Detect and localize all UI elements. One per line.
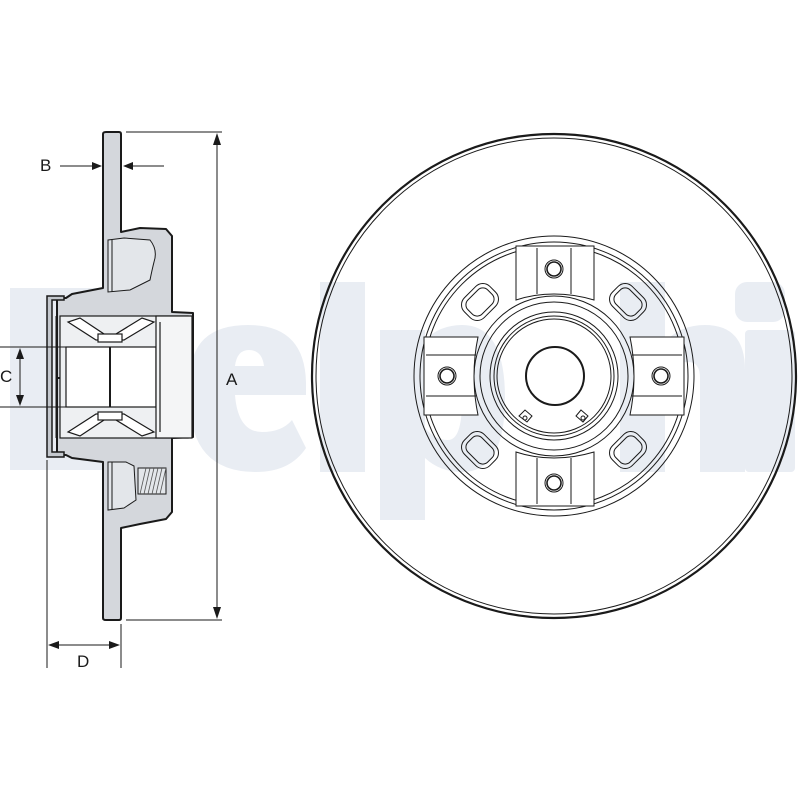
dimension-c	[0, 346, 66, 408]
dimension-b	[60, 162, 164, 170]
label-b: B	[40, 156, 52, 175]
relief-pockets	[461, 283, 647, 469]
bearing	[59, 315, 193, 439]
label-a: A	[226, 370, 238, 389]
threaded-stud	[137, 467, 167, 495]
bolt-holes	[437, 259, 671, 493]
label-d: D	[77, 652, 90, 671]
dimension-d	[46, 460, 122, 668]
disc-outer-edge	[310, 132, 798, 620]
label-c: C	[0, 367, 13, 386]
center-bore	[525, 346, 585, 406]
dimension-a	[126, 131, 222, 621]
sensor-tabs	[518, 409, 589, 423]
